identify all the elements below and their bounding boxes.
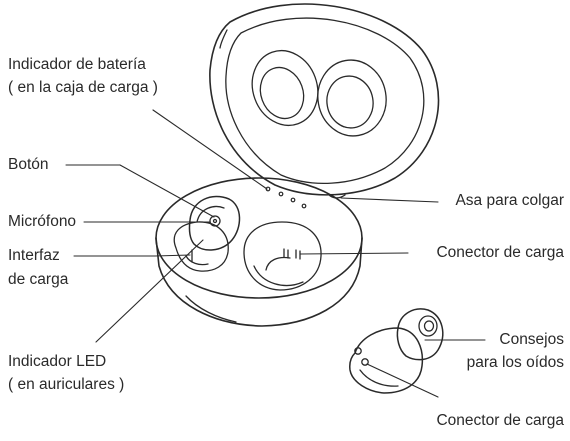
leader-earbud-connector (366, 363, 439, 398)
label-ear-tips-line1: Consejos (499, 331, 564, 348)
earbud-charging-contact-2 (361, 358, 369, 366)
label-charging-connector-case: Conector de carga (436, 244, 564, 261)
label-charging-connector-earbud: Conector de carga (436, 412, 564, 429)
case-lid (209, 3, 440, 199)
label-battery-indicator-line1: Indicador de batería (8, 56, 146, 73)
leader-led (95, 239, 204, 343)
leader-hanging-handle (340, 197, 439, 203)
lid-cavity-left (251, 50, 319, 126)
leader-case-connector (299, 252, 409, 255)
loose-earbud (349, 308, 444, 394)
ear-tip (396, 308, 444, 361)
label-charging-interface-line1: Interfaz (8, 247, 60, 264)
label-charging-interface-line2: de carga (8, 271, 69, 288)
label-led-indicator-line1: Indicador LED (8, 353, 107, 370)
leader-interface-b (154, 254, 191, 257)
seated-earbud (188, 195, 241, 251)
label-button: Botón (8, 156, 49, 173)
battery-indicator-dots (265, 186, 307, 209)
leader-button (119, 164, 215, 218)
lid-cavity-right (317, 59, 387, 137)
label-hanging-handle: Asa para colgar (455, 192, 564, 209)
label-battery-indicator-line2: ( en la caja de carga ) (8, 79, 158, 96)
label-microphone: Micrófono (8, 213, 77, 230)
case-cavity-left (173, 221, 229, 272)
leader-lines (65, 109, 486, 398)
leader-battery (152, 109, 268, 190)
earbud-charging-contact-1 (354, 347, 362, 355)
label-ear-tips-line2: para los oídos (466, 354, 564, 371)
case-charging-pins (283, 248, 289, 259)
label-led-indicator-line2: ( en auriculares ) (8, 376, 125, 393)
case-cavity-right (243, 221, 322, 291)
case-base (155, 177, 363, 327)
microphone-hole (209, 215, 221, 227)
